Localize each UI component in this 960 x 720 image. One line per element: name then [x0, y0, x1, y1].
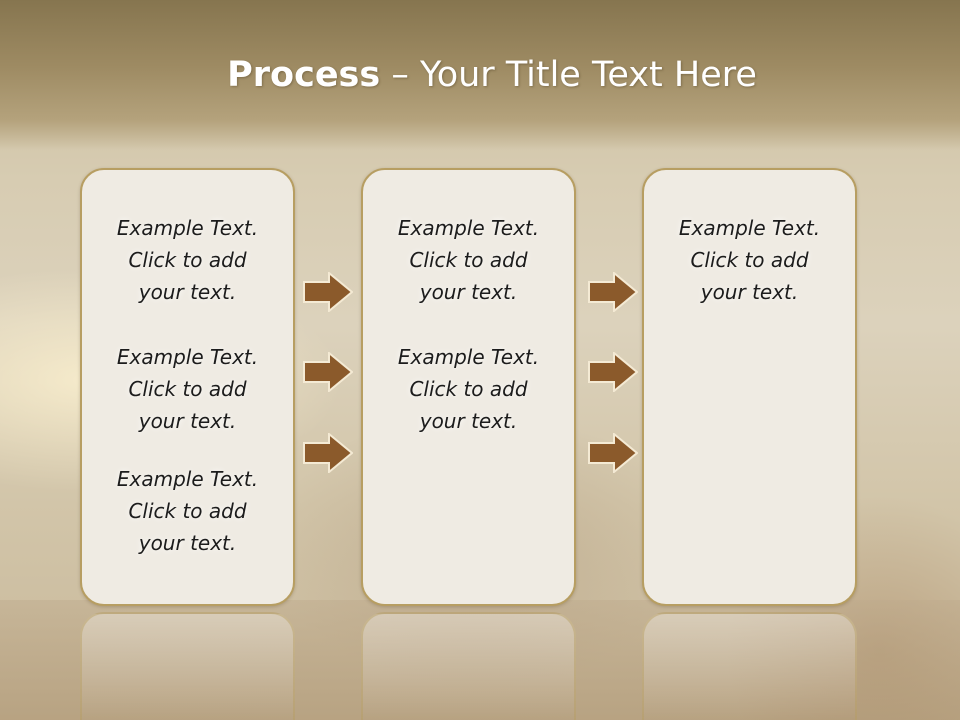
text-block[interactable]: Example Text. Click to add your text.: [82, 463, 293, 559]
slide-title[interactable]: Process – Your Title Text Here: [0, 52, 960, 98]
arrow-shape: [588, 352, 638, 392]
text-block[interactable]: Example Text. Click to add your text.: [82, 341, 293, 437]
right-arrow-icon: [588, 433, 638, 473]
text-line: your text.: [700, 280, 799, 304]
process-panel-1[interactable]: Example Text. Click to add your text. Ex…: [80, 168, 295, 606]
panel-reflection: [80, 612, 295, 720]
text-line: Click to add: [409, 248, 528, 272]
right-arrow-icon: [303, 272, 353, 312]
text-line: Click to add: [409, 377, 528, 401]
text-block[interactable]: Example Text. Click to add your text.: [363, 341, 574, 437]
text-line: Click to add: [128, 377, 247, 401]
arrow-shape: [588, 272, 638, 312]
panel-reflection: [361, 612, 576, 720]
text-line: your text.: [138, 280, 237, 304]
right-arrow-icon: [588, 352, 638, 392]
text-line: Click to add: [690, 248, 809, 272]
text-block[interactable]: Example Text. Click to add your text.: [363, 212, 574, 308]
right-arrow-icon: [303, 352, 353, 392]
text-block[interactable]: Example Text. Click to add your text.: [82, 212, 293, 308]
arrow-shape: [303, 352, 353, 392]
panel-reflection: [642, 612, 857, 720]
title-rest: – Your Title Text Here: [391, 55, 757, 95]
text-line: your text.: [138, 531, 237, 555]
text-line: your text.: [419, 280, 518, 304]
right-arrow-icon: [303, 433, 353, 473]
text-line: Example Text.: [397, 345, 540, 369]
background-table: [0, 600, 960, 720]
text-line: Example Text.: [397, 216, 540, 240]
text-line: Example Text.: [116, 467, 259, 491]
arrow-shape: [588, 433, 638, 473]
arrow-shape: [303, 433, 353, 473]
text-block[interactable]: Example Text. Click to add your text.: [644, 212, 855, 308]
title-bold: Process: [227, 55, 381, 95]
text-line: your text.: [419, 409, 518, 433]
right-arrow-icon: [588, 272, 638, 312]
text-line: Click to add: [128, 248, 247, 272]
arrow-shape: [303, 272, 353, 312]
text-line: your text.: [138, 409, 237, 433]
process-panel-3[interactable]: Example Text. Click to add your text.: [642, 168, 857, 606]
text-line: Click to add: [128, 499, 247, 523]
process-panel-2[interactable]: Example Text. Click to add your text. Ex…: [361, 168, 576, 606]
text-line: Example Text.: [116, 345, 259, 369]
text-line: Example Text.: [678, 216, 821, 240]
header-band: [0, 0, 960, 150]
text-line: Example Text.: [116, 216, 259, 240]
